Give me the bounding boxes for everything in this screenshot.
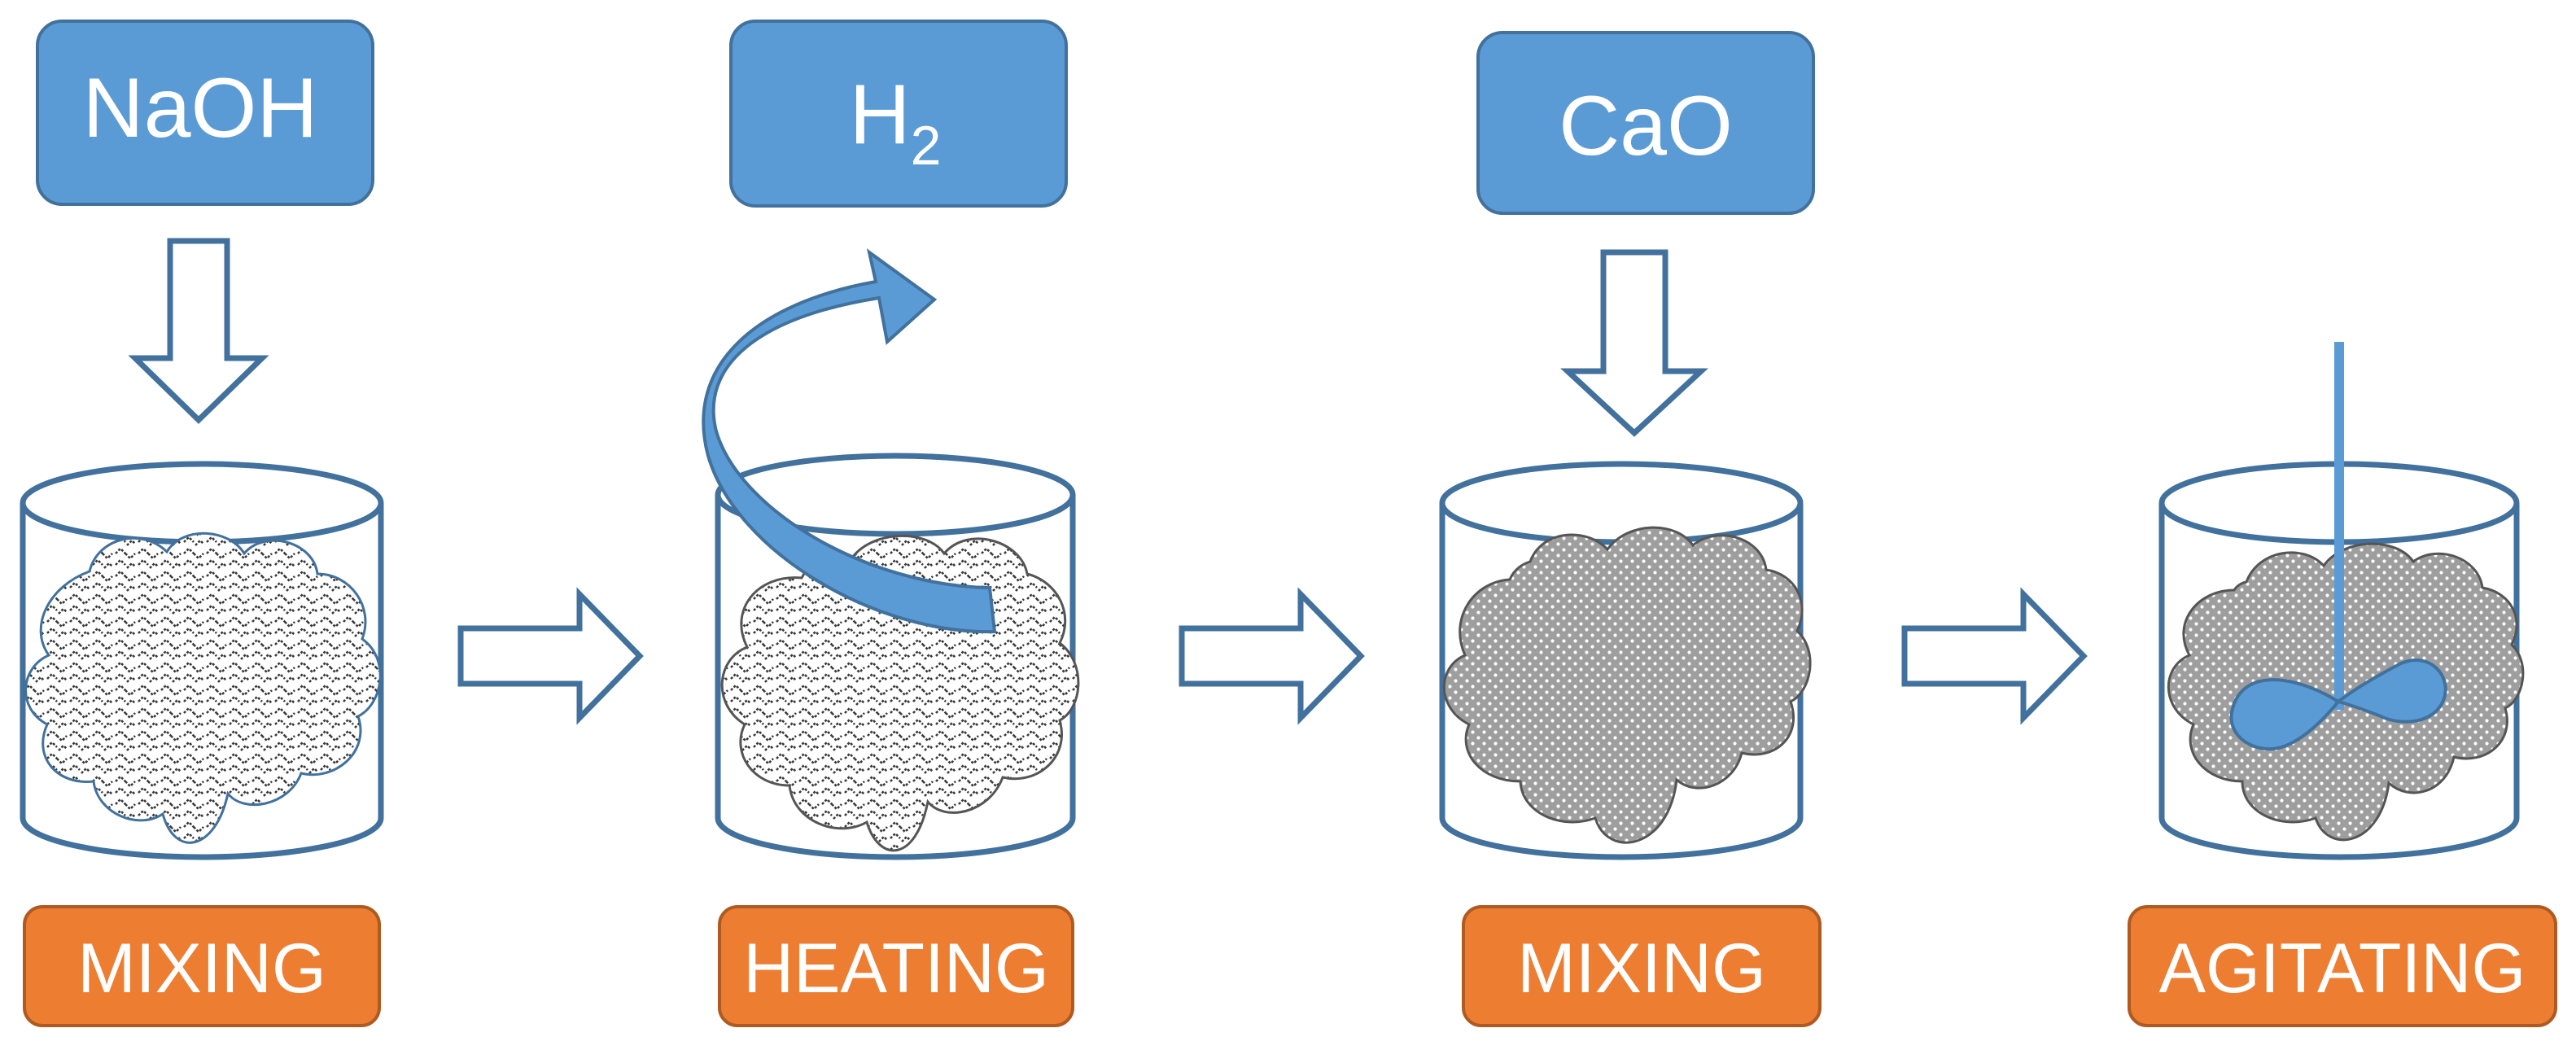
beaker-1 — [20, 461, 384, 860]
step-4-label: AGITATING — [2159, 930, 2526, 1008]
agitator-impeller-icon — [2229, 658, 2447, 751]
step-1-label: MIXING — [77, 930, 326, 1008]
step-2-label: HEATING — [743, 930, 1049, 1008]
step-arrow-1 — [457, 587, 644, 725]
step-3-label: MIXING — [1517, 930, 1766, 1008]
step-4-box: AGITATING — [2128, 905, 2557, 1027]
alloy-powder-1 — [24, 532, 382, 844]
mixed-powder-4 — [2167, 542, 2525, 842]
step-1-box: MIXING — [23, 905, 381, 1027]
h2-label: H2 — [850, 68, 942, 177]
naoh-label: NaOH — [83, 61, 318, 155]
step-arrow-3 — [1901, 587, 2088, 725]
cao-reagent-box: CaO — [1476, 31, 1815, 215]
cao-label: CaO — [1559, 79, 1733, 173]
naoh-reagent-box: NaOH — [36, 20, 374, 206]
h2-symbol: H — [850, 68, 911, 162]
beaker-2 — [702, 248, 1080, 860]
h2-reagent-box: H2 — [729, 20, 1068, 208]
step-3-box: MIXING — [1462, 905, 1822, 1027]
step-2-box: HEATING — [718, 905, 1074, 1027]
mixed-powder-3 — [1442, 526, 1812, 844]
h2-subscript: 2 — [911, 115, 942, 177]
agitator-shaft-icon — [2334, 342, 2344, 710]
hydrogen-release-arrow — [702, 248, 997, 634]
add-naoh-arrow — [128, 238, 269, 424]
step-arrow-2 — [1179, 587, 1365, 725]
beaker-4 — [2158, 342, 2525, 860]
add-cao-arrow — [1560, 249, 1708, 437]
beaker-3 — [1439, 461, 1812, 860]
